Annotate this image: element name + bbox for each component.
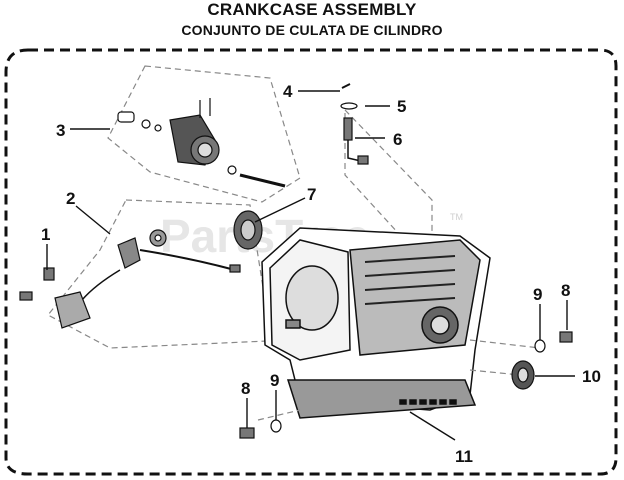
fasteners — [239, 331, 573, 439]
governor-group-outline — [107, 65, 301, 203]
leader-lines — [46, 90, 575, 441]
oil-sensor-assembly — [340, 83, 369, 165]
governor-gear-assembly — [117, 98, 286, 188]
callout-5: 5 — [397, 97, 406, 116]
callout-1: 1 — [41, 225, 50, 244]
bearing — [233, 210, 263, 250]
callout-2: 2 — [66, 189, 75, 208]
ignition-coil-assembly — [19, 229, 241, 329]
callout-6: 6 — [393, 130, 402, 149]
callout-4: 4 — [283, 82, 293, 101]
assembly-boundary — [4, 48, 618, 476]
diagram-subtitle: CONJUNTO DE CULATA DE CILINDRO — [181, 22, 443, 38]
callout-10: 10 — [582, 367, 601, 386]
callout-8-left: 8 — [241, 379, 250, 398]
callout-7: 7 — [307, 185, 316, 204]
crankcase-block — [261, 227, 491, 419]
diagram-title: CRANKCASE ASSEMBLY — [207, 0, 417, 19]
watermark-tm: TM — [450, 212, 463, 222]
callout-11: 11 — [455, 447, 473, 466]
callout-8-right: 8 — [561, 281, 570, 300]
callout-3: 3 — [56, 121, 65, 140]
callout-9-right: 9 — [533, 285, 542, 304]
callout-9-left: 9 — [270, 371, 279, 390]
